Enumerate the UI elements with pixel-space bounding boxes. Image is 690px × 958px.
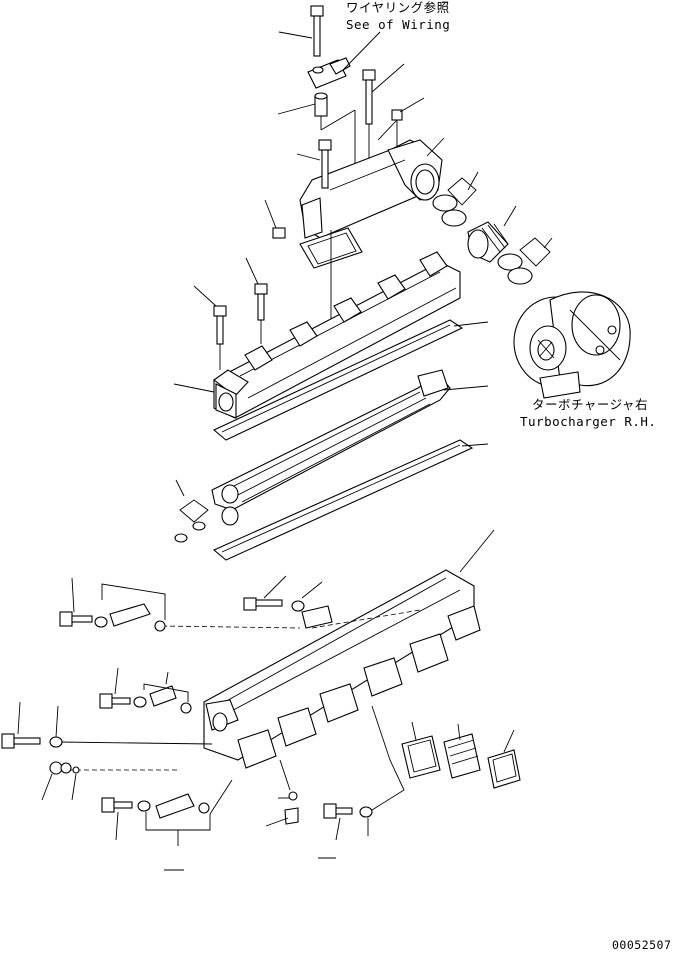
bolt-group-1: [59, 577, 166, 632]
turbo-note-en: Turbocharger R.H.: [520, 414, 657, 429]
bolt-group-5: [101, 779, 233, 846]
bolt-left-mid: [296, 139, 332, 189]
figure-number: 00052507: [612, 938, 672, 952]
wiring-clamp: [307, 31, 381, 89]
elbow-connector: [299, 137, 445, 239]
long-bolt-right: [362, 63, 405, 170]
bolt-group-2: [243, 575, 333, 629]
bolt-group-6: [323, 705, 405, 841]
top-bolt: [278, 5, 324, 57]
port-gasket-1: [401, 721, 441, 779]
plug-group: [41, 761, 80, 801]
bolt-small-left: [264, 199, 286, 239]
cover-bolts: [193, 257, 268, 370]
port-gasket-2: [487, 729, 521, 789]
turbocharger: [513, 291, 631, 399]
leader-lines: [59, 609, 421, 771]
long-gasket-2: [212, 439, 489, 561]
bellows-connector: [467, 205, 517, 263]
wiring-note-en: See of Wiring: [346, 17, 451, 32]
port-screen: [443, 723, 481, 779]
bottom-marks: [164, 857, 336, 871]
turbo-note-jp: ターボチャージャ右: [532, 397, 649, 412]
ring-gasket-pair-1: [432, 171, 479, 227]
aftercooler-core: [211, 369, 489, 526]
fitting-center: [265, 759, 299, 827]
manifold-cover: [173, 251, 461, 419]
wiring-note-jp: ワイヤリング参照: [346, 0, 450, 15]
spacer-sleeve: [277, 92, 356, 170]
intake-manifold: [203, 529, 495, 769]
small-oring-pair: [174, 479, 209, 543]
bolt-group-4: [1, 701, 63, 749]
long-gasket-1: [212, 319, 489, 441]
ring-gasket-pair-2: [497, 237, 553, 285]
bolt-group-3: [99, 667, 192, 714]
